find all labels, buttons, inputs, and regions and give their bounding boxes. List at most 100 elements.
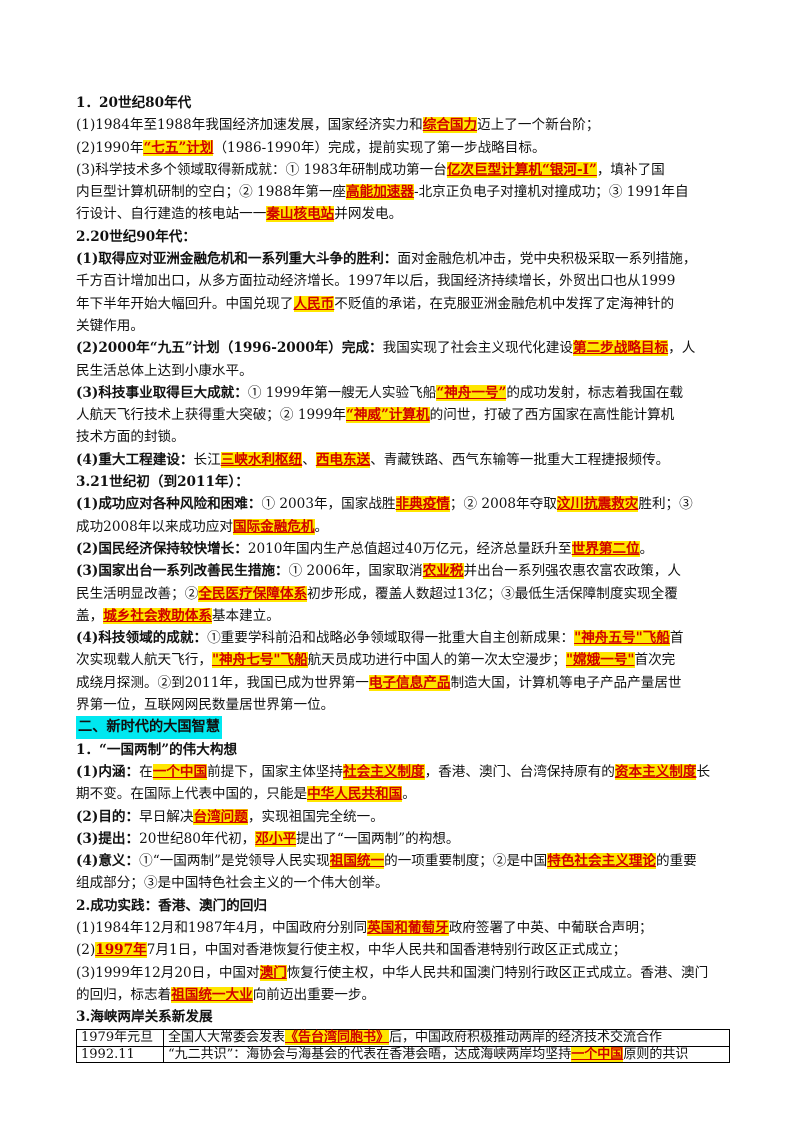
paragraph-line: (4)意义：①“一国两制”是党领导人民实现祖国统一的一项重要制度；②是中国特色社… (76, 850, 726, 872)
text-segment: 面对金融危机冲击，党中央积极采取一系列措施， (397, 251, 697, 268)
text-segment: 内巨型计算机研制的空白；② 1988年第一座 (76, 184, 347, 201)
document-body: 1．20世纪80年代(1)1984年至1988年我国经济加速发展，国家经济实力和… (76, 92, 730, 1064)
text-segment: 。 (402, 786, 416, 803)
text-segment: 航天员成功进行中国人的第一次太空漫步； (307, 652, 566, 669)
text-segment: 向前迈出重要一步。 (252, 986, 376, 1003)
text-segment: 长 (696, 763, 711, 780)
text-segment: 2010年国内生产总值超过40万亿元，经济总量跃升至 (247, 540, 572, 557)
key-term-highlight: 西电东送 (315, 451, 371, 468)
key-term-highlight: 电子信息产品 (368, 674, 451, 691)
bold-lead-text: (4)重大工程建设： (76, 451, 194, 468)
key-term-highlight: 非典疫情 (395, 496, 450, 513)
paragraph-line: (2)国民经济保持较快增长：2010年国内生产总值超过40万亿元，经济总量跃升至… (76, 538, 726, 560)
key-term-highlight: 一个中国 (571, 1046, 624, 1062)
key-term-highlight: 第二步战略目标 (572, 340, 669, 357)
bold-lead-text: (4)意义： (76, 853, 140, 870)
text-segment: 首 (669, 630, 684, 647)
table-date-cell: 1979年元旦 (76, 1029, 164, 1047)
paragraph-line: (3)国家出台一系列改善民生措施：① 2006年，国家取消农业税并出台一系列强农… (76, 560, 726, 582)
paragraph-line: (1)内涵：在一个中国前提下，国家主体坚持社会主义制度，香港、澳门、台湾保持原有… (76, 761, 726, 783)
text-segment: 、 (302, 451, 316, 468)
text-segment: (2) (76, 942, 96, 959)
key-term-highlight: 高能加速器 (346, 184, 414, 201)
text-segment: 前提下，国家主体坚持 (207, 763, 344, 780)
key-term-highlight: 中华人民共和国 (307, 786, 403, 803)
key-term-highlight: "神舟五号"飞船 (574, 630, 670, 647)
paragraph-line: (1)1984年12月和1987年4月，中国政府分别同英国和葡萄牙政府签署了中英… (76, 917, 726, 939)
text-segment: 人航天飞行技术上获得重大突破；② 1999年 (76, 407, 347, 424)
paragraph-line: 的回归，标志着祖国统一大业向前迈出重要一步。 (76, 984, 726, 1006)
text-segment: 民生活总体上达到小康水平。 (76, 362, 253, 379)
paragraph-line: (2)1997年7月1日，中国对香港恢复行使主权，中华人民共和国香港特别行政区正… (76, 939, 726, 961)
table-event-cell: “九二共识”：海协会与海基会的代表在香港会晤，达成海峡两岸均坚持一个中国原则的共… (163, 1045, 730, 1064)
bold-lead-text: (2)目的： (76, 808, 140, 825)
paragraph-line: 成功2008年以来成功应对国际金融危机。 (76, 516, 726, 538)
text-segment: 行设计、自行建造的核电站一一 (76, 206, 267, 223)
text-segment: 政府签署了中英、中葡联合声明； (448, 919, 653, 936)
key-term-highlight: 祖国统一大业 (171, 986, 253, 1003)
text-segment: 后，中国政府积极推动两岸的经济技术交流合作 (389, 1030, 663, 1046)
section-heading: 二、新时代的大国智慧 (76, 716, 726, 739)
key-term-highlight: 综合国力 (422, 117, 478, 134)
text-segment: 的重要 (655, 853, 697, 870)
text-segment: ，人 (668, 340, 696, 357)
paragraph-line: (1)成功应对各种风险和困难：① 2003年，国家战胜非典疫情；② 2008年夺… (76, 493, 726, 515)
key-term-highlight: 国际金融危机 (232, 518, 315, 535)
text-segment: 年下半年开始大幅回升。中国兑现了 (76, 295, 294, 312)
bold-lead-text: (3)科技事业取得巨大成就： (76, 384, 248, 401)
paragraph-line: (3)提出：20世纪80年代初，邓小平提出了“一国两制”的构想。 (76, 828, 726, 850)
paragraph-line: 千方百计增加出口，从多方面拉动经济增长。1997年以后，我国经济持续增长，外贸出… (76, 270, 726, 292)
text-segment: 并出台一系列强农惠农富农政策，人 (463, 563, 682, 580)
text-segment: ，填补了国 (596, 161, 665, 178)
key-term-highlight: 澳门 (259, 964, 287, 981)
bold-lead-text: (2)国民经济保持较快增长： (76, 540, 248, 557)
text-segment: 不贬值的承诺，在克服亚洲金融危机中发挥了定海神针的 (334, 295, 675, 312)
text-segment: 成功2008年以来成功应对 (76, 518, 233, 535)
text-segment: 关键作用。 (76, 317, 144, 334)
text-segment: 次实现载人航天飞行， (76, 652, 212, 669)
text-segment: 界第一位，互联网网民数量居世界第一位。 (76, 697, 335, 714)
key-term-highlight: "神舟七号"飞船 (211, 652, 308, 669)
paragraph-line: 盖，城乡社会救助体系基本建立。 (76, 605, 726, 627)
paragraph-line: 界第一位，互联网网民数量居世界第一位。 (76, 694, 726, 716)
text-segment: 3.21世纪初（到2011年）： (76, 474, 249, 491)
key-term-highlight: 特色社会主义理论 (547, 853, 656, 870)
key-term-highlight: 一个中国 (152, 763, 208, 780)
paragraph-line: (3)科学技术多个领域取得新成就：① 1983年研制成功第一台亿次巨型计算机“银… (76, 159, 726, 181)
key-term-highlight: 三峡水利枢纽 (220, 451, 303, 468)
key-term-highlight: “神舟一号” (436, 384, 507, 401)
text-segment: 的问世，打破了西方国家在高性能计算机 (429, 407, 675, 424)
section-title: 二、新时代的大国智慧 (76, 716, 222, 739)
text-segment: 、青藏铁路、西气东输等一批重大工程捷报频传。 (370, 451, 670, 468)
key-term-highlight: 亿次巨型计算机“银河-Ⅰ” (446, 161, 597, 178)
key-term-highlight: 汶川抗震救灾 (556, 496, 639, 513)
text-segment: ① 2006年，国家取消 (288, 563, 423, 580)
text-segment: 千方百计增加出口，从多方面拉动经济增长。1997年以后，我国经济持续增长，外贸出… (76, 273, 676, 290)
bold-lead-text: (1)内涵： (76, 763, 140, 780)
paragraph-line: (4)科技领域的成就：①重要学科前沿和战略必争领域取得一批重大自主创新成果："神… (76, 627, 726, 649)
sub-heading: 2.20世纪90年代： (76, 226, 726, 248)
key-term-highlight: 祖国统一 (329, 853, 385, 870)
text-segment: 。 (639, 540, 654, 557)
text-segment: 原则的共识 (623, 1046, 689, 1062)
text-segment: 民生活明显改善；② (76, 585, 199, 602)
paragraph-line: 次实现载人航天飞行，"神舟七号"飞船航天员成功进行中国人的第一次太空漫步；"嫦娥… (76, 649, 726, 671)
text-segment: 基本建立。 (211, 607, 280, 624)
key-term-highlight: 全民医疗保障体系 (198, 585, 308, 602)
text-segment: 胜利；③ (638, 496, 693, 513)
text-segment: 在 (139, 763, 153, 780)
paragraph-line: 行设计、自行建造的核电站一一秦山核电站并网发电。 (76, 203, 726, 225)
text-segment: 。 (314, 518, 329, 535)
table-row: 1992.11“九二共识”：海协会与海基会的代表在香港会晤，达成海峡两岸均坚持一… (76, 1045, 730, 1064)
text-segment: 提出了“一国两制”的构想。 (296, 830, 460, 847)
sub-heading: 1．“一国两制”的伟大构想 (76, 739, 726, 761)
text-segment: 首次完 (634, 652, 676, 669)
key-term-highlight: 人民币 (293, 295, 335, 312)
paragraph-line: 年下半年开始大幅回升。中国兑现了人民币不贬值的承诺，在克服亚洲金融危机中发挥了定… (76, 293, 726, 315)
paragraph-line: (2)2000年“九五”计划（1996-2000年）完成：我国实现了社会主义现代… (76, 337, 726, 359)
sub-heading: 2.成功实践：香港、澳门的回归 (76, 895, 726, 917)
text-segment: ① 1999年第一艘无人实验飞船 (247, 384, 437, 401)
text-segment: 制造大国，计算机等电子产品产量居世 (450, 674, 682, 691)
key-term-highlight: 台湾问题 (193, 808, 248, 825)
paragraph-line: 组成部分；③是中国特色社会主义的一个伟大创举。 (76, 872, 726, 894)
